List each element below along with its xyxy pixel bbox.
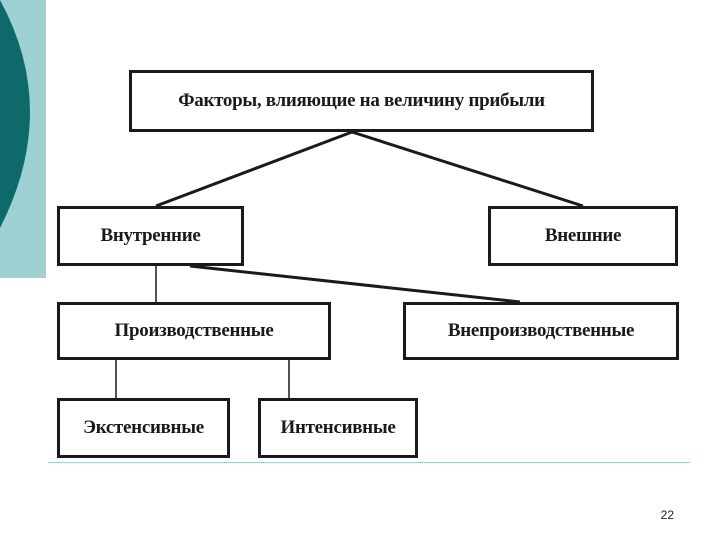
external-factors-label: Внешние (544, 225, 622, 246)
footer-divider (48, 462, 690, 463)
internal-factors-box: Внутренние (57, 206, 244, 266)
connector-root-external (351, 130, 584, 208)
root-factor-label: Факторы, влияющие на величину прибыли (178, 90, 545, 111)
extensive-factors-box: Экстенсивные (57, 398, 230, 458)
root-factor-box: Факторы, влияющие на величину прибыли (129, 70, 594, 132)
intensive-factors-box: Интенсивные (258, 398, 418, 458)
dark-teal-shape (0, 0, 30, 228)
intensive-factors-label: Интенсивные (280, 417, 396, 438)
non-production-factors-box: Внепроизводственные (403, 302, 679, 360)
production-factors-box: Производственные (57, 302, 331, 360)
non-production-factors-label: Внепроизводственные (447, 320, 635, 341)
external-factors-box: Внешние (488, 206, 678, 266)
connector-root-internal (155, 130, 353, 208)
page-number: 22 (660, 508, 674, 522)
extensive-factors-label: Экстенсивные (83, 417, 204, 438)
connector-internal-nonproduction (189, 264, 521, 304)
production-factors-label: Производственные (114, 320, 274, 341)
internal-factors-label: Внутренние (100, 225, 201, 246)
